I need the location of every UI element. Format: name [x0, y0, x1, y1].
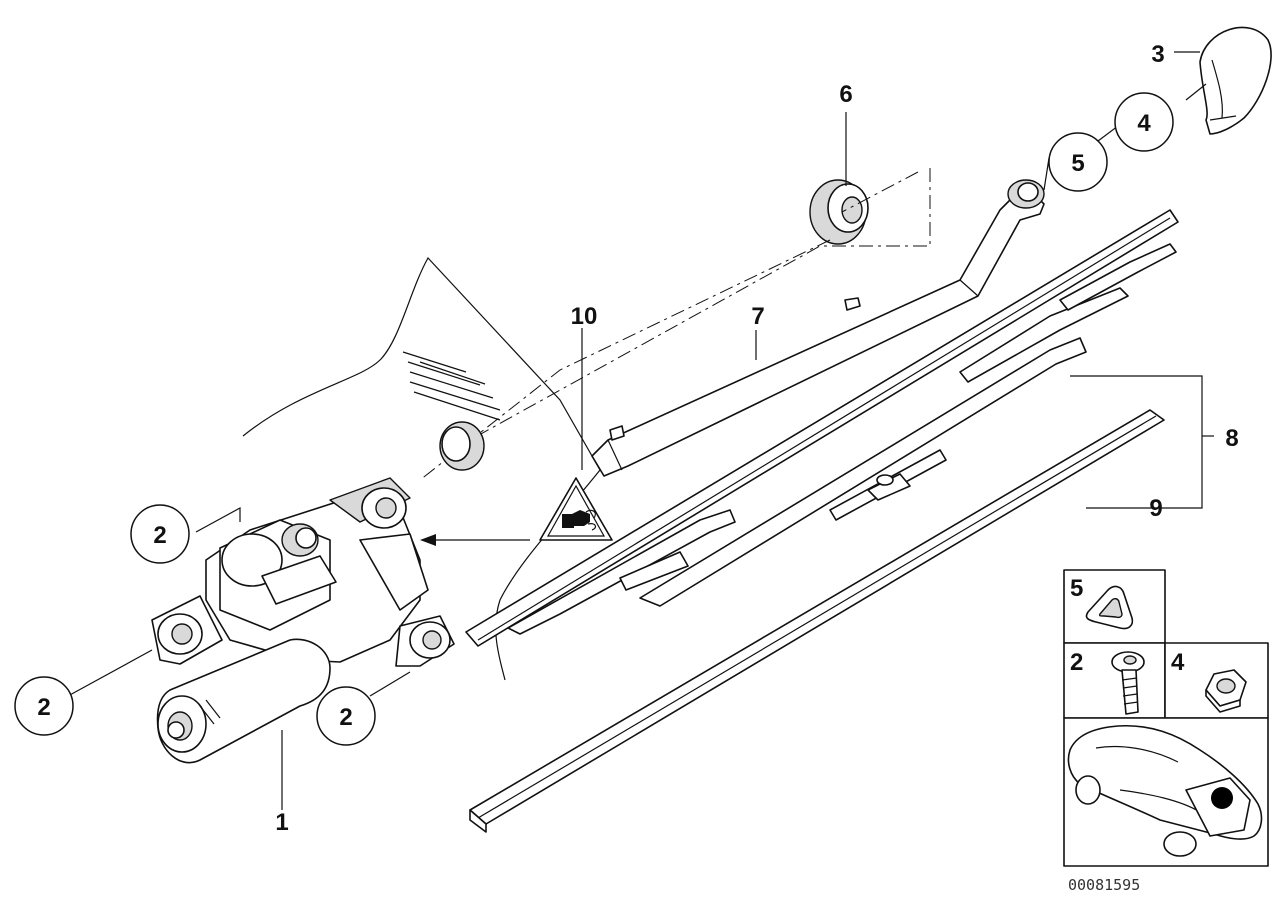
callout-8: 8 — [1225, 425, 1238, 452]
callout-1: 1 — [275, 809, 288, 836]
car-location-icon — [1067, 724, 1263, 857]
part-6-grommet — [809, 179, 869, 245]
legend-label-4: 4 — [1171, 649, 1185, 676]
window-grommet — [439, 421, 485, 471]
part-7-wiper-arm — [591, 179, 1045, 477]
callout-circle-2a — [130, 504, 190, 564]
callout-circle-2b — [14, 676, 74, 736]
legend-label-2: 2 — [1070, 649, 1083, 676]
part-10-warning-label — [539, 477, 613, 541]
window-glare-lines — [402, 351, 501, 421]
document-number: 00081595 — [1068, 876, 1140, 894]
callout-9: 9 — [1149, 495, 1162, 522]
axis-line-upper — [469, 168, 931, 441]
callout-6: 6 — [839, 81, 852, 108]
callout-10: 10 — [571, 303, 598, 330]
callout-2b: 2 — [37, 694, 50, 721]
callout-3: 3 — [1151, 41, 1164, 68]
parts-legend: 5 2 4 — [1063, 569, 1269, 867]
legend-label-5: 5 — [1070, 575, 1083, 602]
nut-icon — [1205, 669, 1247, 713]
callout-circle-4 — [1114, 92, 1174, 152]
hand-warning-icon — [562, 509, 597, 531]
part-8-wiper-blade — [465, 209, 1179, 647]
part-3-cap — [1199, 26, 1272, 135]
part-1-wiper-motor — [151, 477, 455, 764]
arrow-head-10 — [420, 534, 436, 546]
callout-2a: 2 — [153, 522, 166, 549]
location-marker-dot — [1211, 787, 1233, 809]
leader-lines — [67, 51, 1214, 810]
callout-5: 5 — [1071, 150, 1084, 177]
callout-2c: 2 — [339, 704, 352, 731]
callout-circle-5 — [1048, 132, 1108, 192]
part-9-wiper-rubber — [469, 409, 1165, 833]
callout-4: 4 — [1137, 110, 1151, 137]
screw-icon — [1111, 651, 1145, 715]
callout-circle-2c — [316, 686, 376, 746]
callout-7: 7 — [751, 303, 764, 330]
washer-icon — [1085, 585, 1134, 630]
